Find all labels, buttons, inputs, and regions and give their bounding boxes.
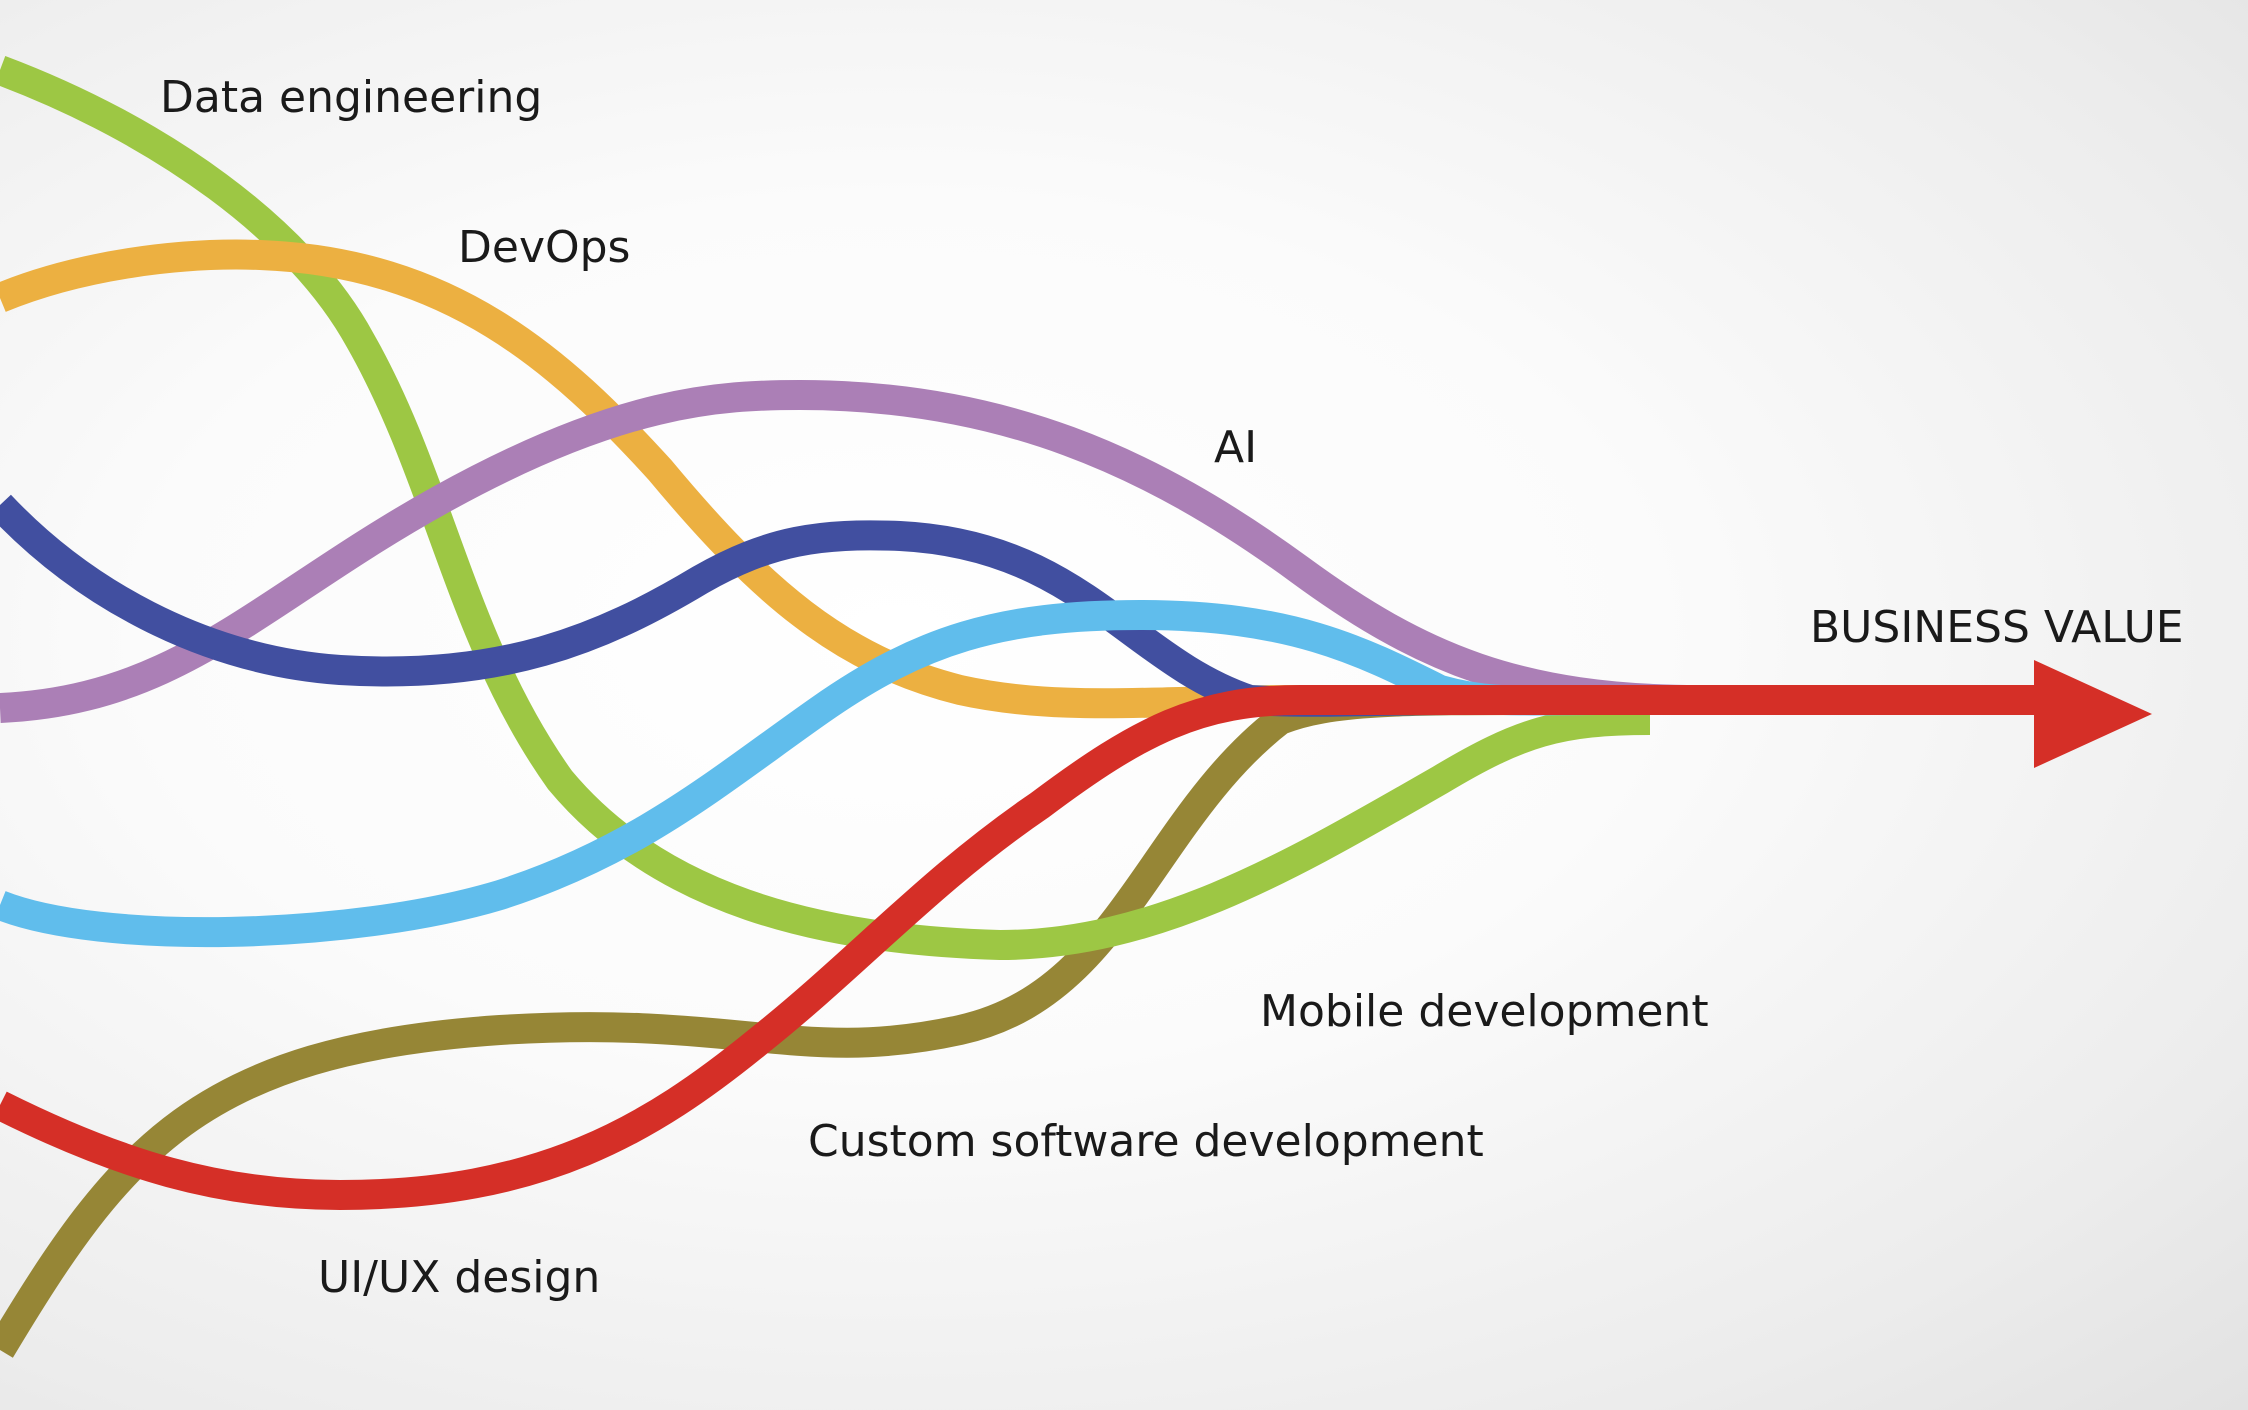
ai-stream: [0, 380, 1701, 723]
ui-ux-design-label: UI/UX design: [318, 1252, 601, 1303]
devops-label: DevOps: [458, 222, 631, 273]
cloud-stream: [0, 600, 1601, 948]
data-engineering-stream: [0, 55, 1651, 960]
business-value-label: BUSINESS VALUE: [1810, 602, 2184, 653]
mobile-development-label: Mobile development: [1260, 986, 1709, 1037]
custom-software-development-label: Custom software development: [808, 1116, 1484, 1167]
ui-ux-design-stream: [0, 685, 2040, 1210]
ai-label: AI: [1214, 422, 1258, 473]
devops-stream: [0, 239, 1301, 719]
data-engineering-label: Data engineering: [160, 72, 543, 123]
business-value-arrowhead: [2034, 660, 2152, 768]
